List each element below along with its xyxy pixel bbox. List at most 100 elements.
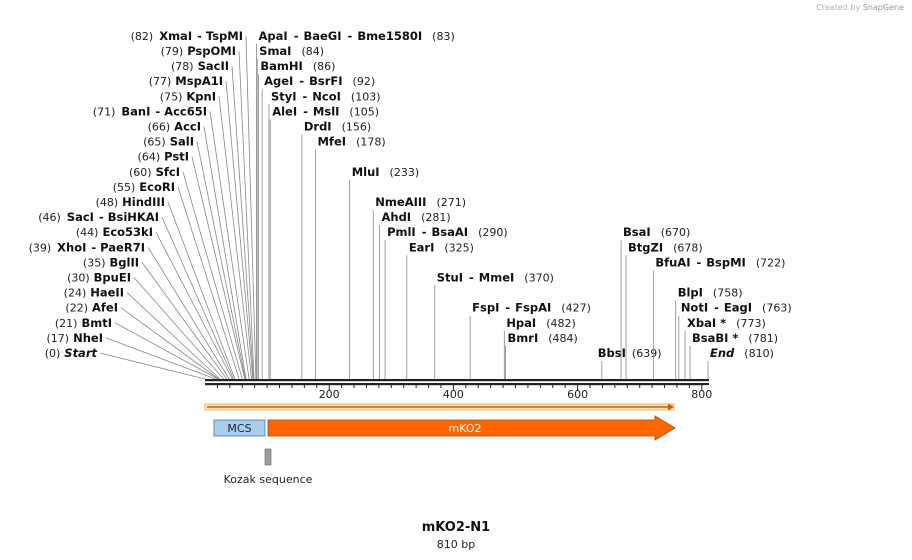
enzyme-site-leader bbox=[147, 247, 230, 380]
ruler-tick-label: 600 bbox=[567, 388, 588, 401]
enzyme-site-position: (46) bbox=[38, 211, 61, 224]
enzyme-site-label: BmrI bbox=[508, 331, 539, 345]
enzyme-site-separator: - bbox=[303, 104, 308, 118]
enzyme-site-label: NheI bbox=[73, 331, 103, 345]
enzyme-site-position: (722) bbox=[756, 256, 786, 269]
enzyme-site-label: NotI bbox=[681, 301, 708, 315]
enzyme-site-label: SalI bbox=[170, 135, 194, 149]
enzyme-site-position: (156) bbox=[342, 121, 372, 134]
enzyme-site-position: (178) bbox=[356, 136, 386, 149]
enzyme-site-separator: - bbox=[348, 29, 353, 43]
enzyme-site-position: (639) bbox=[632, 347, 662, 360]
enzyme-site-position: (370) bbox=[524, 272, 554, 285]
enzyme-site-label: MspA1I bbox=[175, 74, 223, 88]
enzyme-site-position: (92) bbox=[353, 75, 376, 88]
enzyme-site-position: (427) bbox=[561, 302, 591, 315]
enzyme-site-position: (86) bbox=[313, 60, 336, 73]
enzyme-site-label: StuI bbox=[437, 271, 463, 285]
enzyme-site-leader bbox=[133, 277, 224, 380]
enzyme-site-label: SfcI bbox=[156, 165, 180, 179]
enzyme-site-separator: - bbox=[696, 255, 701, 269]
enzyme-site-position: (17) bbox=[47, 332, 70, 345]
enzyme-site-label: NcoI bbox=[312, 89, 341, 103]
enzyme-site-label: End bbox=[710, 346, 735, 360]
enzyme-site-position: (82) bbox=[131, 30, 154, 43]
enzyme-site-leader bbox=[231, 66, 254, 380]
plasmid-length: 810 bp bbox=[436, 538, 476, 551]
enzyme-site-label: BsaAI bbox=[432, 225, 469, 239]
enzyme-site-label: BbsI bbox=[598, 346, 626, 360]
enzyme-site-position: (271) bbox=[436, 196, 466, 209]
enzyme-site-separator: - bbox=[91, 240, 96, 254]
ruler-tick-label: 400 bbox=[443, 388, 464, 401]
enzyme-site-label: NmeAIII bbox=[375, 195, 426, 209]
enzyme-site-label: EagI bbox=[724, 301, 752, 315]
enzyme-site-leader bbox=[141, 262, 228, 380]
enzyme-site-label: XbaI * bbox=[687, 316, 726, 330]
enzyme-site-position: (75) bbox=[160, 90, 183, 103]
enzyme-site-position: (35) bbox=[83, 256, 106, 269]
enzyme-site-separator: - bbox=[294, 29, 299, 43]
enzyme-site-position: (71) bbox=[93, 105, 116, 118]
enzyme-site-position: (79) bbox=[161, 45, 184, 58]
enzyme-site-label: BsrFI bbox=[309, 74, 342, 88]
enzyme-site-position: (66) bbox=[148, 121, 171, 134]
feature-mcs-label: MCS bbox=[227, 422, 251, 435]
enzyme-site-leader bbox=[126, 292, 221, 380]
enzyme-site-label: MslI bbox=[313, 104, 340, 118]
enzyme-site-label: PaeR7I bbox=[100, 240, 145, 254]
enzyme-site-position: (678) bbox=[673, 241, 703, 254]
enzyme-site-position: (810) bbox=[744, 347, 774, 360]
enzyme-site-label: BaeGI bbox=[303, 29, 341, 43]
enzyme-site-label: HaeII bbox=[90, 286, 124, 300]
snapgene-logo-text: SnapGene bbox=[862, 3, 904, 12]
enzyme-site-label: BtgZI bbox=[628, 240, 663, 254]
enzyme-site-label: FspI bbox=[472, 301, 499, 315]
enzyme-site-label: BanI bbox=[121, 104, 150, 118]
enzyme-site-position: (21) bbox=[55, 317, 78, 330]
enzyme-site-leader bbox=[99, 352, 206, 380]
ruler-tick-label: 200 bbox=[319, 388, 340, 401]
enzyme-site-separator: - bbox=[99, 210, 104, 224]
enzyme-site-label: HindIII bbox=[122, 195, 165, 209]
enzyme-site-label: Acc65I bbox=[164, 104, 207, 118]
enzyme-site-label: XhoI bbox=[57, 240, 86, 254]
feature-kozak-box bbox=[264, 448, 272, 466]
enzyme-site-label: XmaI bbox=[159, 29, 192, 43]
enzyme-site-label: BpuEI bbox=[94, 271, 131, 285]
credit-prefix: Created by bbox=[816, 3, 861, 12]
enzyme-site-separator: - bbox=[299, 74, 304, 88]
sequence-bottom-strand bbox=[205, 383, 709, 386]
enzyme-site-label: SmaI bbox=[259, 44, 291, 58]
enzyme-site-position: (763) bbox=[762, 302, 792, 315]
enzyme-site-label: SacII bbox=[198, 59, 229, 73]
enzyme-site-position: (55) bbox=[113, 181, 136, 194]
feature-mko2-arrow bbox=[267, 415, 676, 441]
enzyme-site-label: TspMI bbox=[206, 29, 243, 43]
enzyme-site-label: PstI bbox=[164, 150, 189, 164]
enzyme-site-position: (30) bbox=[67, 272, 90, 285]
enzyme-site-position: (103) bbox=[351, 90, 381, 103]
enzyme-site-position: (39) bbox=[29, 241, 52, 254]
enzyme-site-position: (758) bbox=[713, 287, 743, 300]
enzyme-site-position: (60) bbox=[129, 166, 152, 179]
enzyme-site-position: (290) bbox=[478, 226, 508, 239]
enzyme-site-label: BfuAI bbox=[655, 255, 690, 269]
enzyme-site-label: BsaI bbox=[623, 225, 651, 239]
enzyme-site-label: StyI bbox=[271, 89, 297, 103]
enzyme-site-label: ApaI bbox=[259, 29, 288, 43]
enzyme-site-leader bbox=[245, 35, 257, 380]
orf-arrowhead bbox=[668, 403, 674, 411]
enzyme-site-separator: - bbox=[469, 271, 474, 285]
enzyme-site-label: BmtI bbox=[81, 316, 112, 330]
enzyme-site-position: (484) bbox=[548, 332, 578, 345]
enzyme-site-leader bbox=[209, 111, 250, 380]
ruler-tick-label: 800 bbox=[691, 388, 712, 401]
enzyme-site-label: Start bbox=[64, 346, 97, 360]
enzyme-site-label: EcoRI bbox=[139, 180, 175, 194]
enzyme-site-label: MmeI bbox=[479, 271, 515, 285]
enzyme-site-label: AgeI bbox=[264, 74, 293, 88]
enzyme-site-leader bbox=[225, 81, 254, 380]
feature-mcs-box bbox=[213, 419, 266, 437]
